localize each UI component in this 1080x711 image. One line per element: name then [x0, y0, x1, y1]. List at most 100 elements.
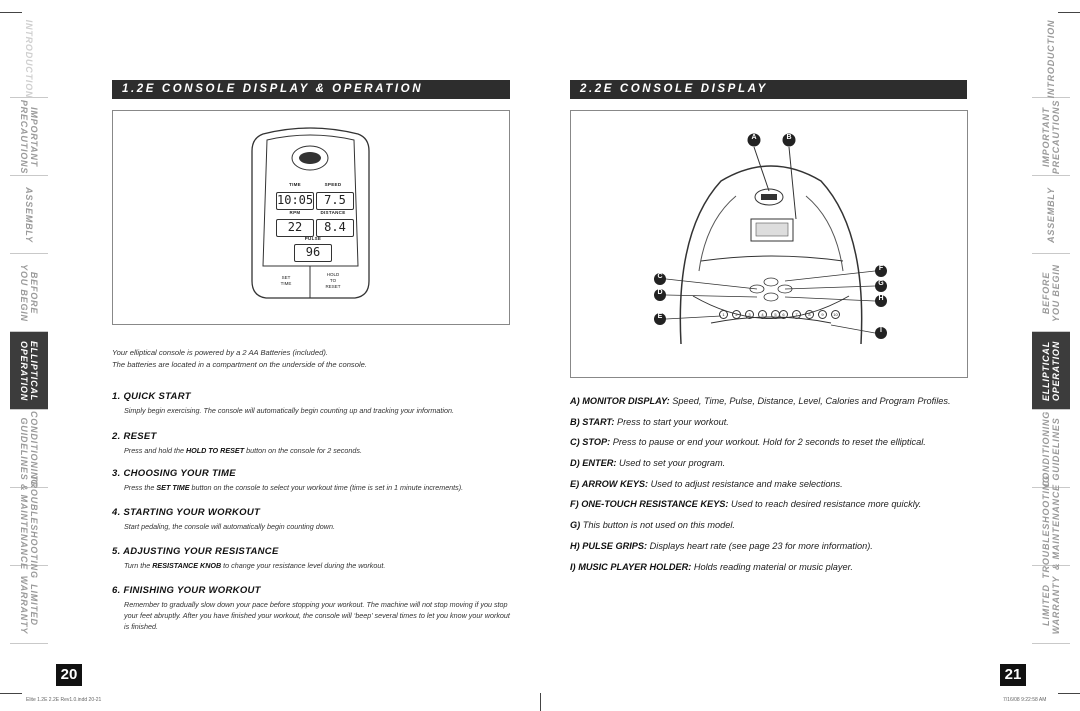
- resistance-key[interactable]: 6: [779, 310, 788, 319]
- callout-e: E: [657, 313, 663, 320]
- callout-h: H: [878, 295, 884, 302]
- item-term: MONITOR DISPLAY:: [582, 396, 670, 406]
- page-number: 21: [1000, 664, 1026, 686]
- list-item: B) START: Press to start your workout.: [570, 417, 980, 438]
- tab-conditioning-guidelines[interactable]: CONDITIONING GUIDELINES: [10, 410, 48, 488]
- page-number: 20: [56, 664, 82, 686]
- step-text-part: button on the console for 2 seconds.: [244, 446, 362, 455]
- item-term: START:: [582, 416, 615, 427]
- tab-troubleshooting[interactable]: TROUBLESHOOTING & MAINTENANCE: [1032, 475, 1070, 578]
- tab-limited-warranty[interactable]: LIMITED WARRANTY: [10, 566, 48, 644]
- step-text-bold: HOLD TO RESET: [185, 446, 245, 455]
- rpm-label: RPM: [289, 210, 301, 215]
- tab-label: ASSEMBLY: [1046, 186, 1056, 243]
- tab-elliptical-operation[interactable]: ELLIPTICAL OPERATION: [10, 332, 48, 410]
- item-term: STOP:: [582, 437, 611, 448]
- tab-troubleshooting[interactable]: TROUBLESHOOTING & MAINTENANCE: [10, 475, 48, 578]
- tab-label: IMPORTANT PRECAUTIONS: [19, 99, 39, 174]
- item-text: Press to pause or end your workout. Hold…: [610, 437, 926, 448]
- tab-elliptical-operation[interactable]: ELLIPTICAL OPERATION: [1032, 332, 1070, 410]
- tab-assembly[interactable]: ASSEMBLY: [10, 176, 48, 254]
- item-text: Press to start your workout.: [614, 416, 729, 427]
- left-section-tabs: INTRODUCTION IMPORTANT PRECAUTIONS ASSEM…: [10, 19, 48, 644]
- tab-label: INTRODUCTION: [1046, 19, 1056, 98]
- list-item: E) ARROW KEYS: Used to adjust resistance…: [570, 479, 980, 500]
- tab-important-precautions[interactable]: IMPORTANT PRECAUTIONS: [1032, 98, 1070, 176]
- list-item: I) MUSIC PLAYER HOLDER: Holds reading ma…: [570, 562, 980, 583]
- tab-label: BEFORE YOU BEGIN: [19, 263, 39, 322]
- tab-label: LIMITED WARRANTY: [1041, 575, 1061, 634]
- tab-limited-warranty[interactable]: LIMITED WARRANTY: [1032, 566, 1070, 644]
- tab-conditioning-guidelines[interactable]: CONDITIONING GUIDELINES: [1032, 410, 1070, 488]
- callout-d: D: [657, 289, 663, 296]
- crop-mark: [1058, 12, 1080, 13]
- item-text: This button is not used on this model.: [582, 520, 735, 531]
- right-section-tabs: INTRODUCTION IMPORTANT PRECAUTIONS ASSEM…: [1032, 19, 1070, 644]
- tab-important-precautions[interactable]: IMPORTANT PRECAUTIONS: [10, 98, 48, 176]
- callout-g: G: [878, 280, 884, 287]
- list-item: H) PULSE GRIPS: Displays heart rate (see…: [570, 541, 980, 562]
- page-title: 1.2E CONSOLE DISPLAY & OPERATION: [112, 80, 510, 99]
- step-finishing-workout: 6. FINISHING YOUR WORKOUT Remember to gr…: [112, 585, 512, 632]
- resistance-key[interactable]: 9: [818, 310, 827, 319]
- callout-b: B: [786, 134, 792, 141]
- hold-to-reset-button[interactable]: HOLD TO RESET: [325, 272, 341, 289]
- item-term: PULSE GRIPS:: [582, 540, 648, 551]
- item-term: ONE-TOUCH RESISTANCE KEYS:: [581, 499, 729, 510]
- step-reset: 2. RESET Press and hold the HOLD TO RESE…: [112, 431, 522, 456]
- step-text-part: to change your resistance level during t…: [221, 561, 386, 570]
- battery-note-line: The batteries are located in a compartme…: [112, 360, 367, 369]
- list-item: A) MONITOR DISPLAY: Speed, Time, Pulse, …: [570, 396, 980, 417]
- tab-label: TROUBLESHOOTING & MAINTENANCE: [1041, 474, 1061, 579]
- tab-introduction[interactable]: INTRODUCTION: [10, 19, 48, 98]
- step-adjusting-resistance: 5. ADJUSTING YOUR RESISTANCE Turn the RE…: [112, 546, 522, 571]
- list-item: F) ONE-TOUCH RESISTANCE KEYS: Used to re…: [570, 499, 980, 520]
- tab-before-you-begin[interactable]: BEFORE YOU BEGIN: [1032, 254, 1070, 332]
- callout-a: A: [751, 134, 757, 141]
- tab-introduction[interactable]: INTRODUCTION: [1032, 19, 1070, 98]
- step-text-bold: RESISTANCE KNOB: [152, 561, 222, 570]
- resistance-key[interactable]: 7: [792, 310, 801, 319]
- tab-label: BEFORE YOU BEGIN: [1041, 263, 1061, 322]
- step-text-bold: SET TIME: [156, 483, 190, 492]
- item-letter: C): [570, 437, 580, 448]
- console-outline: [251, 127, 370, 299]
- resistance-key[interactable]: 8: [805, 310, 814, 319]
- step-text: Simply begin exercising. The console wil…: [124, 406, 455, 415]
- step-text: Remember to gradually slow down your pac…: [124, 600, 510, 631]
- battery-note: Your elliptical console is powered by a …: [112, 347, 367, 371]
- distance-label: DISTANCE: [320, 210, 346, 215]
- item-letter: D): [570, 458, 580, 469]
- time-label: TIME: [289, 182, 301, 187]
- speed-display: 7.5: [316, 192, 354, 210]
- tab-assembly[interactable]: ASSEMBLY: [1032, 176, 1070, 254]
- console-diagram: [654, 133, 887, 345]
- resistance-key[interactable]: 2: [732, 310, 741, 319]
- step-text: Press and hold the HOLD TO RESET button …: [124, 445, 522, 456]
- crop-mark: [0, 693, 22, 694]
- tab-label: IMPORTANT PRECAUTIONS: [1041, 99, 1061, 174]
- step-starting-workout: 4. STARTING YOUR WORKOUT Start pedaling,…: [112, 507, 522, 532]
- item-letter: E): [570, 478, 580, 489]
- print-footer: 7/16/08 9:22:58 AM: [1003, 697, 1047, 703]
- resistance-key[interactable]: 10: [831, 310, 840, 319]
- step-text: Press the SET TIME button on the console…: [124, 482, 522, 493]
- tab-before-you-begin[interactable]: BEFORE YOU BEGIN: [10, 254, 48, 332]
- item-term: ARROW KEYS:: [581, 478, 649, 489]
- resistance-key[interactable]: 1: [719, 310, 728, 319]
- item-letter: B): [570, 416, 580, 427]
- resistance-key[interactable]: 3: [745, 310, 754, 319]
- item-text: Displays heart rate (see page 23 for mor…: [647, 540, 873, 551]
- time-display: 10:05: [276, 192, 314, 210]
- step-text: Start pedaling, the console will automat…: [124, 522, 335, 531]
- step-heading: 1. QUICK START: [112, 391, 191, 402]
- step-quick-start: 1. QUICK START Simply begin exercising. …: [112, 391, 522, 416]
- list-item: C) STOP: Press to pause or end your work…: [570, 437, 980, 458]
- item-text: Used to set your program.: [616, 458, 726, 469]
- resistance-key[interactable]: 4: [758, 310, 767, 319]
- set-time-button[interactable]: SET TIME: [280, 275, 292, 286]
- crop-mark: [540, 693, 541, 711]
- step-text: Turn the RESISTANCE KNOB to change your …: [124, 560, 522, 571]
- page-title: 2.2E CONSOLE DISPLAY: [570, 80, 967, 99]
- step-heading: 6. FINISHING YOUR WORKOUT: [112, 585, 261, 596]
